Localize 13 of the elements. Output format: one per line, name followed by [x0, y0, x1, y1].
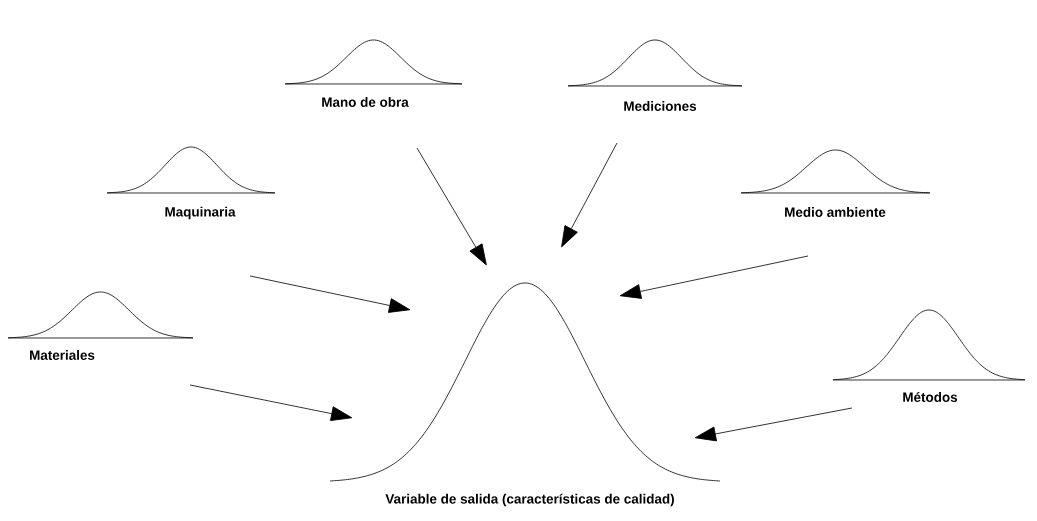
node-label: Medio ambiente — [785, 207, 886, 217]
node-label: Materiales — [30, 350, 95, 360]
node-label: Mano de obra — [322, 97, 409, 107]
arrow — [189, 384, 353, 421]
node-label: Métodos — [903, 392, 958, 402]
node-label: Maquinaria — [165, 206, 236, 220]
arrow — [561, 142, 618, 248]
arrow — [416, 147, 487, 266]
node-label: Variable de salida (características de calidad) — [385, 493, 674, 507]
arrow — [249, 275, 411, 313]
arrow — [694, 407, 853, 442]
arrow — [619, 255, 809, 299]
node-label: Mediciones — [624, 101, 697, 111]
